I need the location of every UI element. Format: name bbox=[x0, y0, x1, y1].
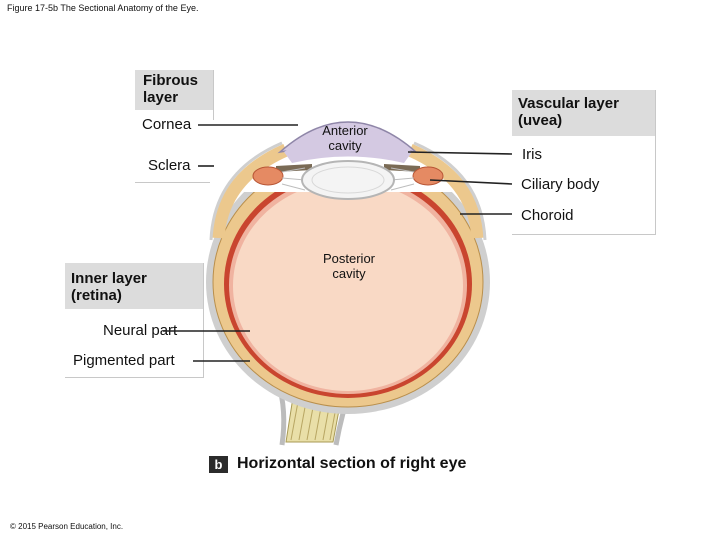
fibrous-layer-heading: Fibrous layer bbox=[143, 72, 198, 106]
sclera-outer-left bbox=[209, 141, 283, 241]
suspensory-ligaments bbox=[281, 167, 415, 191]
caption-text: Horizontal section of right eye bbox=[237, 455, 467, 472]
choroid-label: Choroid bbox=[521, 207, 574, 224]
copyright: © 2015 Pearson Education, Inc. bbox=[10, 522, 124, 531]
leader-lines bbox=[163, 124, 513, 362]
ciliary-body-label: Ciliary body bbox=[521, 176, 600, 193]
vascular-layer-header bbox=[512, 90, 655, 136]
figure-title: Figure 17-5b The Sectional Anatomy of th… bbox=[7, 3, 199, 13]
inner-layer-heading: Inner layer (retina) bbox=[71, 270, 147, 304]
vascular-layer-heading: Vascular layer (uvea) bbox=[518, 95, 619, 129]
ciliary-body-right bbox=[412, 166, 444, 186]
pigmented-part-label: Pigmented part bbox=[73, 352, 175, 369]
posterior-cavity-shape bbox=[233, 181, 463, 391]
neural-part-label: Neural part bbox=[103, 322, 178, 339]
lens-inner bbox=[311, 166, 385, 194]
anterior-chamber bbox=[284, 128, 412, 163]
ciliary-body-left bbox=[252, 166, 284, 186]
sclera-front-left bbox=[211, 144, 289, 239]
inner-layer-header bbox=[65, 263, 203, 309]
iris-right bbox=[384, 164, 420, 172]
sclera-front-right bbox=[407, 144, 485, 239]
iris-leader bbox=[407, 151, 513, 155]
sclera-label: Sclera bbox=[148, 157, 191, 174]
anterior-cavity-label: Anterior cavity bbox=[322, 123, 368, 153]
cornea-label: Cornea bbox=[142, 116, 192, 133]
iris bbox=[276, 164, 312, 172]
fibrous-layer-header bbox=[135, 70, 213, 110]
posterior-cavity-label: Posterior cavity bbox=[322, 251, 376, 281]
iris-label: Iris bbox=[522, 146, 542, 163]
caption-letter: b bbox=[209, 456, 228, 473]
ciliary-body-leader bbox=[429, 179, 513, 185]
